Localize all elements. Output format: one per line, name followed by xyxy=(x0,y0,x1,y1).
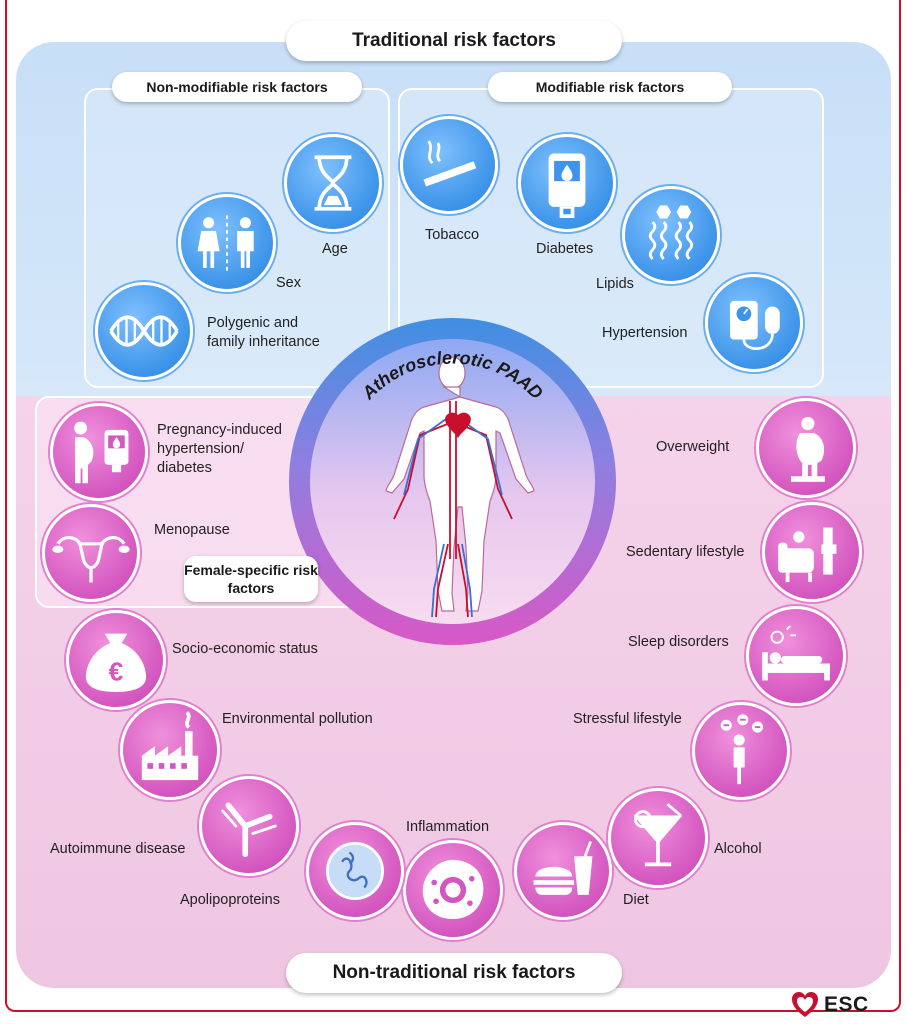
apolipoprotein-icon xyxy=(306,822,404,920)
pregnancy-label: Pregnancy-induced hypertension/ diabetes xyxy=(157,422,282,476)
center-title-arc: Atherosclerotic PAAD xyxy=(357,348,546,404)
sedentary-icon xyxy=(762,502,862,602)
diabetes-label: Diabetes xyxy=(536,241,594,257)
hourglass-icon xyxy=(284,134,382,232)
age-label: Age xyxy=(322,241,348,257)
esc-logo: ESC xyxy=(790,990,869,1020)
blood-pressure-icon xyxy=(705,274,803,372)
sedentary-label: Sedentary lifestyle xyxy=(626,544,745,560)
stress-label: Stressful lifestyle xyxy=(573,711,682,727)
non-modifiable-header: Non-modifiable risk factors xyxy=(112,72,362,102)
overweight-icon xyxy=(756,398,856,498)
menopause-label: Menopause xyxy=(154,522,230,538)
sleep-label: Sleep disorders xyxy=(628,634,729,650)
pregnancy-icon xyxy=(50,403,148,501)
tobacco-label: Tobacco xyxy=(425,227,480,243)
factory-icon xyxy=(120,700,220,800)
alcohol-label: Alcohol xyxy=(714,841,762,857)
diet-label: Diet xyxy=(623,892,649,908)
inflammation-label: Inflammation xyxy=(406,819,490,835)
lipids-icon xyxy=(622,186,720,284)
inflammation-cell-icon xyxy=(403,840,503,940)
modifiable-header: Modifiable risk factors xyxy=(488,72,732,102)
pollution-label: Environmental pollution xyxy=(222,711,373,727)
antibody-icon xyxy=(199,776,299,876)
dna-icon xyxy=(95,282,193,380)
autoimmune-label: Autoimmune disease xyxy=(50,841,186,857)
traditional-header: Traditional risk factors xyxy=(286,21,622,61)
overweight-label: Overweight xyxy=(656,439,730,455)
socioeconomic-label: Socio-economic status xyxy=(172,641,318,657)
sleep-icon xyxy=(746,606,846,706)
stress-icon xyxy=(692,702,790,800)
fast-food-icon xyxy=(514,822,612,920)
esc-logo-text: ESC xyxy=(824,993,869,1016)
lipids-label: Lipids xyxy=(596,276,634,292)
money-bag-icon: € xyxy=(66,610,166,710)
center-title: Atherosclerotic PAAD xyxy=(357,348,546,404)
female-specific-header: Female-specific risk factors xyxy=(184,556,318,602)
center-body-illustration xyxy=(310,339,595,624)
cigarette-icon xyxy=(400,116,498,214)
svg-text:€: € xyxy=(109,657,124,687)
hypertension-label: Hypertension xyxy=(602,325,688,341)
apolipoproteins-label: Apolipoproteins xyxy=(180,892,280,908)
svg-text:Atherosclerotic PAAD: Atherosclerotic PAAD xyxy=(357,348,546,404)
polygenic-label: Polygenic and family inheritance xyxy=(207,315,320,350)
sex-icon xyxy=(178,194,276,292)
heart-logo-icon xyxy=(792,992,818,1017)
sex-label: Sex xyxy=(276,275,301,291)
uterus-icon xyxy=(42,504,140,602)
outer-frame xyxy=(5,0,901,1012)
non-traditional-header: Non-traditional risk factors xyxy=(286,953,622,993)
cocktail-icon xyxy=(608,788,708,888)
glucose-meter-icon xyxy=(518,134,616,232)
